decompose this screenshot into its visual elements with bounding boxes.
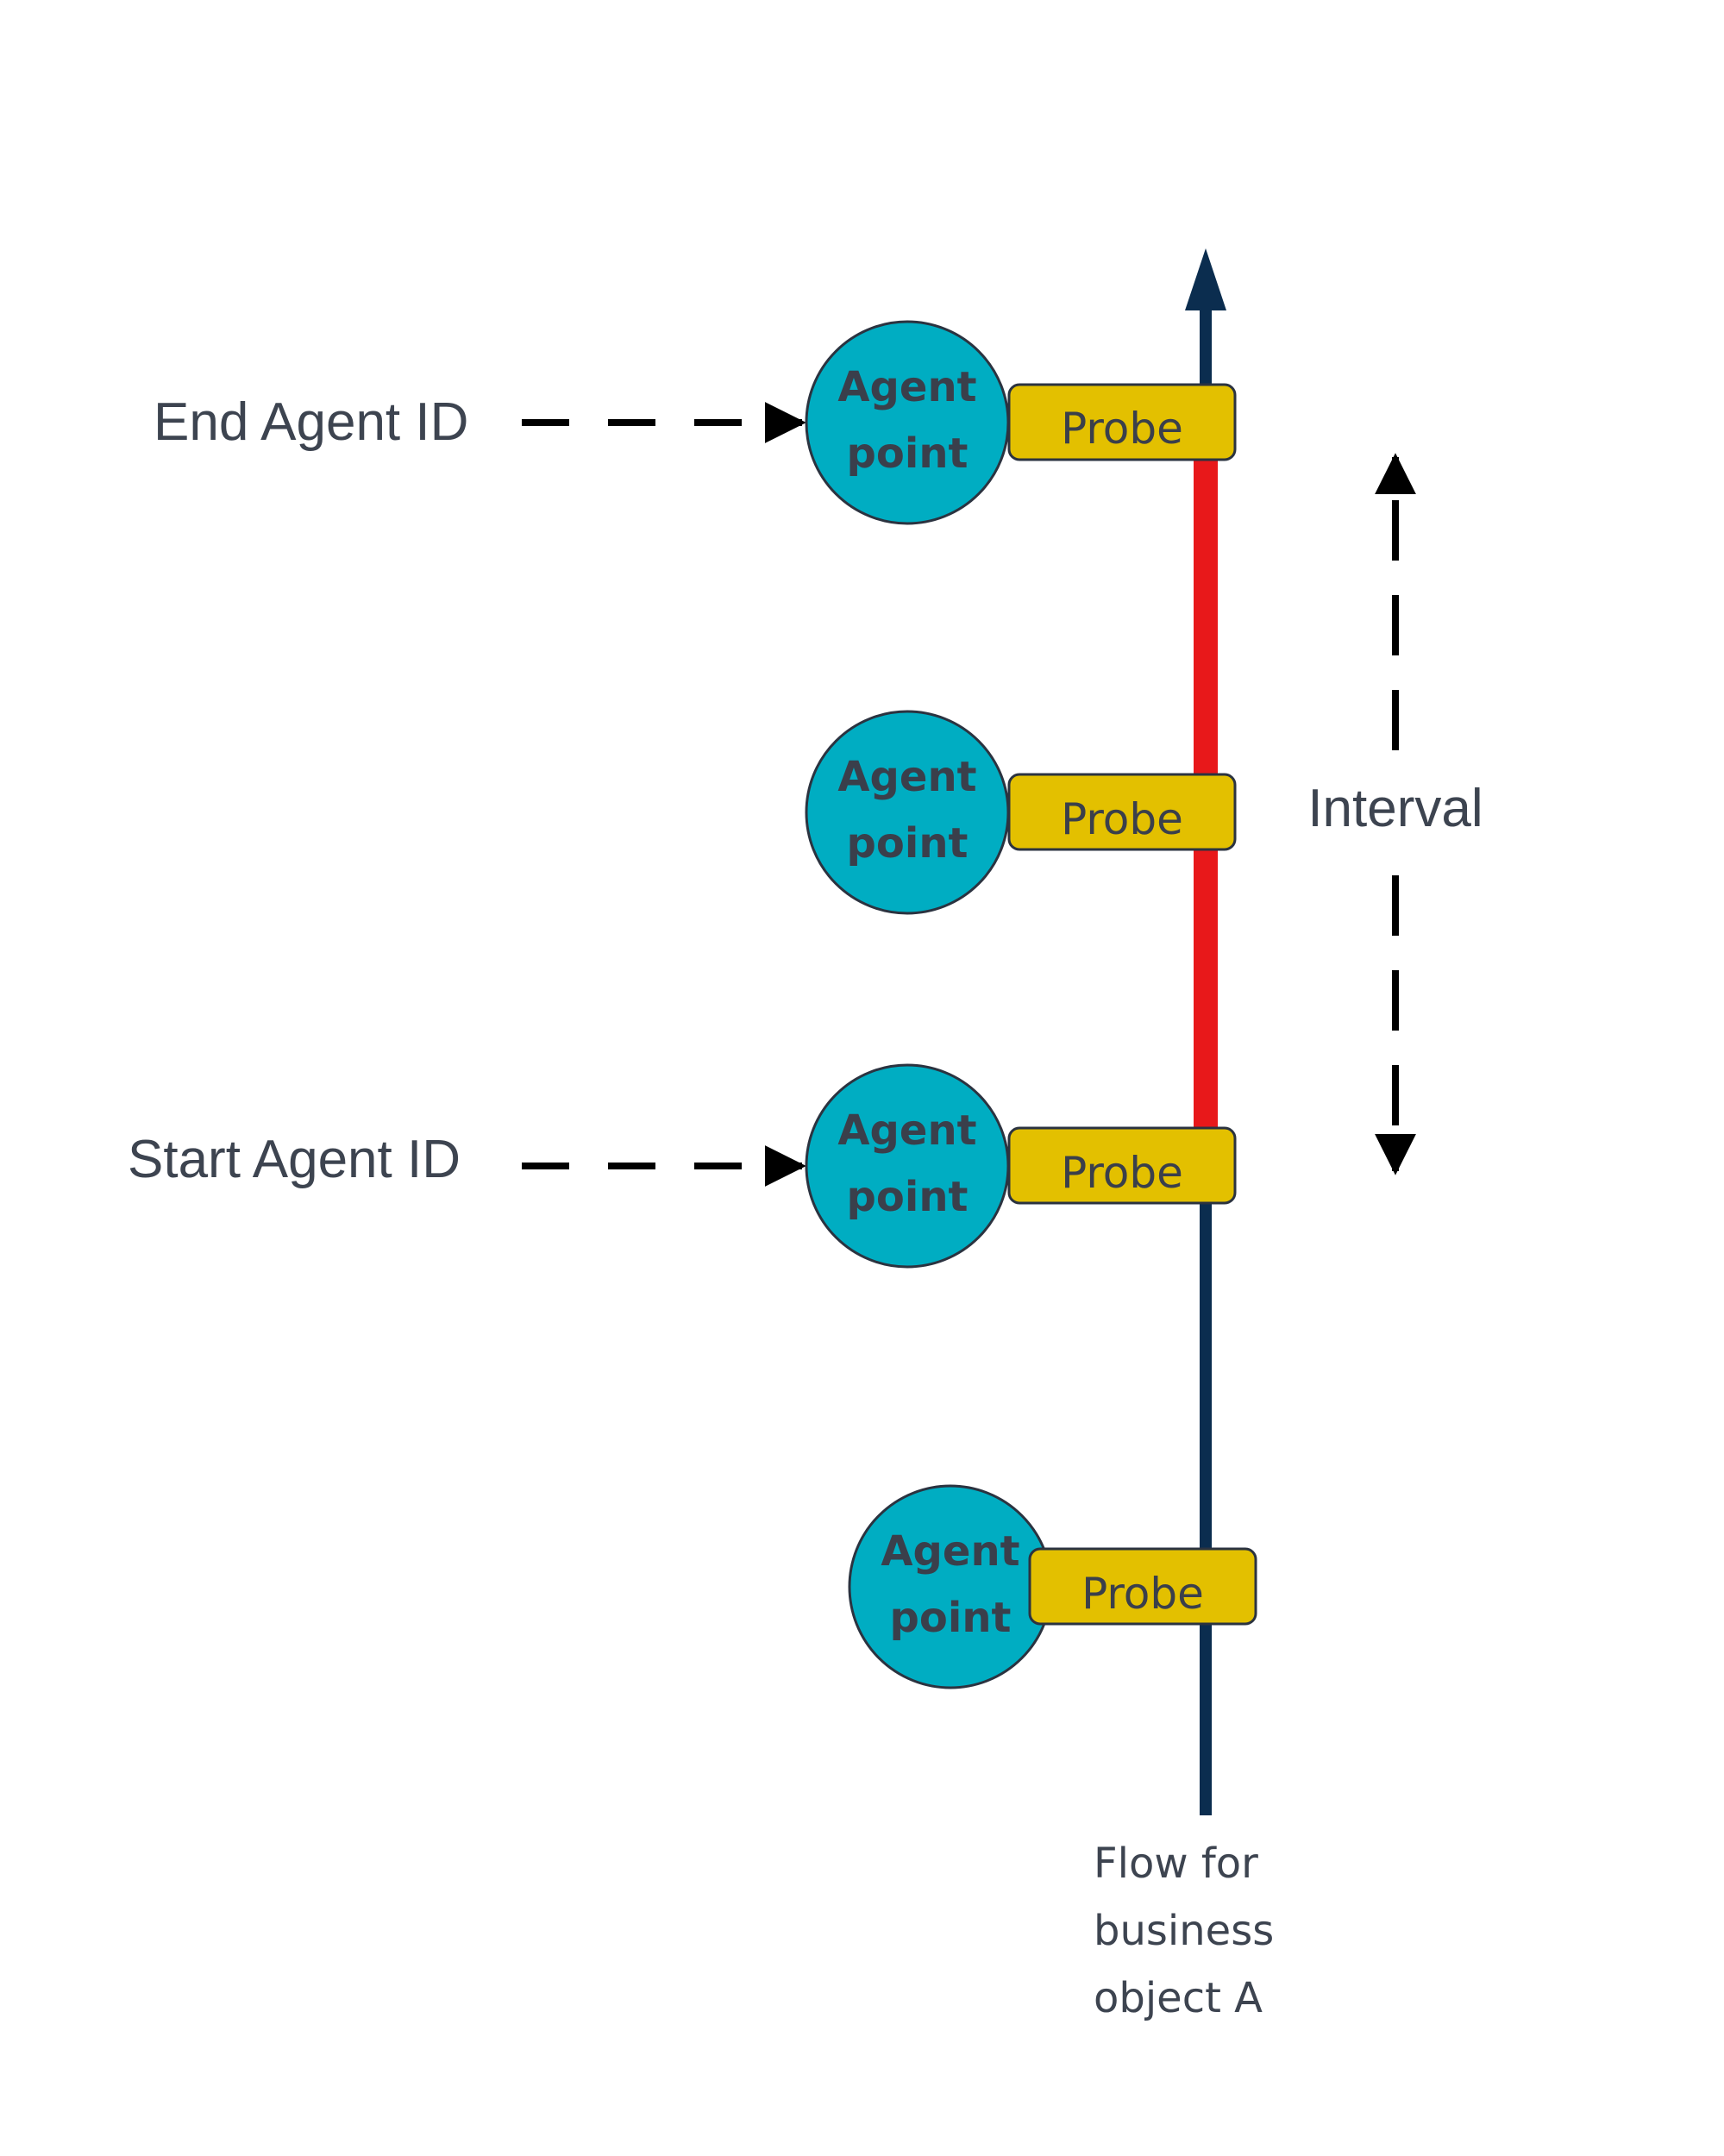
probe-label: Probe bbox=[1061, 1148, 1183, 1198]
agent-point-label: Agent bbox=[837, 1106, 976, 1155]
agent-point-circle bbox=[805, 1063, 1010, 1269]
probe-box bbox=[1007, 773, 1237, 851]
end-agent-id-label: End Agent ID bbox=[154, 392, 468, 452]
probe-box bbox=[1007, 1126, 1237, 1205]
agent-point-group: Agent point Probe bbox=[805, 320, 1237, 525]
agent-point-label: point bbox=[847, 819, 969, 868]
agent-point-circle bbox=[805, 320, 1010, 525]
agent-point-label: point bbox=[847, 429, 969, 478]
agent-point-circle bbox=[848, 1484, 1053, 1689]
flow-caption-line: object A bbox=[1094, 1974, 1263, 2022]
agent-point-group: Agent point Probe bbox=[848, 1484, 1257, 1689]
agent-point-label: Agent bbox=[837, 363, 976, 411]
agent-point-group: Agent point Probe bbox=[805, 710, 1237, 915]
agent-point-group: Agent point Probe bbox=[805, 1063, 1237, 1269]
interval-label: Interval bbox=[1307, 779, 1483, 838]
probe-label: Probe bbox=[1061, 404, 1183, 454]
agent-point-circle bbox=[805, 710, 1010, 915]
probe-label: Probe bbox=[1061, 794, 1183, 844]
agent-point-label: point bbox=[890, 1594, 1012, 1642]
agent-point-label: Agent bbox=[881, 1527, 1019, 1576]
flow-caption-line: business bbox=[1094, 1907, 1274, 1955]
probe-box bbox=[1028, 1547, 1257, 1626]
probe-label: Probe bbox=[1081, 1569, 1204, 1619]
agent-point-label: Agent bbox=[837, 753, 976, 801]
start-agent-id-label: Start Agent ID bbox=[128, 1130, 461, 1189]
flow-arrowhead-icon bbox=[1185, 248, 1226, 310]
probe-box bbox=[1007, 383, 1237, 461]
flow-caption-line: Flow for bbox=[1094, 1839, 1258, 1888]
agent-point-label: point bbox=[847, 1173, 969, 1221]
